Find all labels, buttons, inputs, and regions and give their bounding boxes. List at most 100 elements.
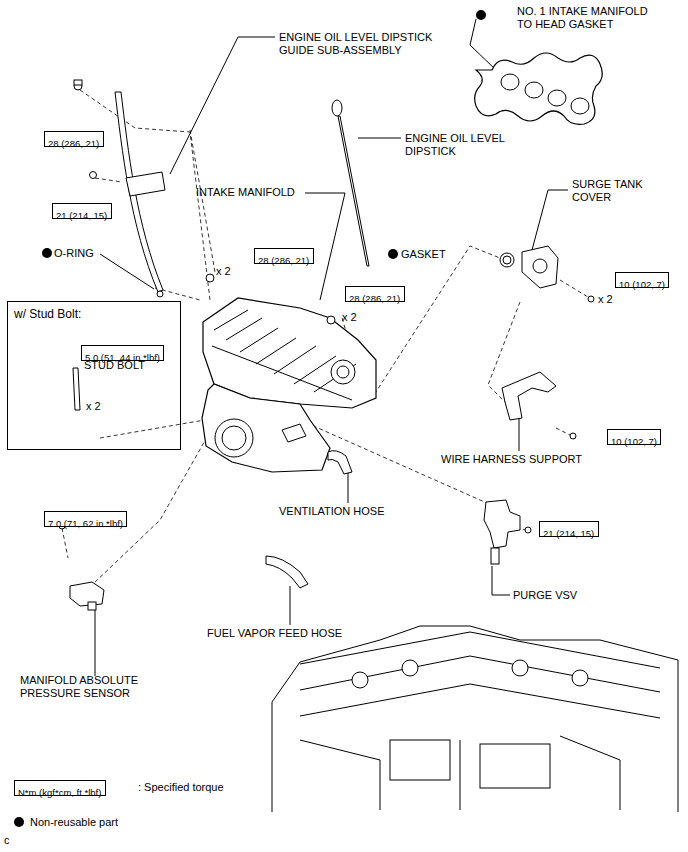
legend-text: : Specified torque — [138, 781, 224, 794]
drawing-part — [502, 372, 556, 420]
part-label: SURGE TANK COVER — [572, 178, 664, 204]
part-label: FUEL VAPOR FEED HOSE — [207, 627, 342, 640]
drawing-part — [214, 310, 356, 392]
drawing-part — [62, 90, 588, 585]
part-label: x 2 — [598, 293, 613, 306]
part-label: MANIFOLD ABSOLUTE PRESSURE SENSOR — [20, 674, 162, 700]
torque-box: 7.0 (71, 62 in.*lbf) — [44, 511, 127, 527]
torque-value: 21 (214, 15) — [543, 528, 594, 540]
torque-box: 28 (286, 21) — [254, 248, 314, 264]
drawing-part — [62, 528, 68, 558]
drawing-part — [70, 582, 104, 606]
drawing-part — [190, 130, 215, 272]
drawing-part — [390, 740, 450, 780]
torque-box: 10 (102, 7) — [615, 272, 669, 288]
torque-value: 10 (102, 7) — [611, 436, 657, 448]
variant-box: w/ Stud Bolt: 5.0 (51, 44 in.*lbf) — [7, 301, 181, 450]
legend-text: Non-reusable part — [30, 816, 118, 829]
drawing-part — [480, 744, 550, 788]
torque-box: 28 (286, 21) — [44, 131, 104, 147]
drawing-part — [588, 296, 594, 302]
drawing-part — [42, 248, 52, 258]
drawing-part — [402, 660, 418, 676]
drawing-part — [337, 366, 349, 378]
part-label: NO. 1 INTAKE MANIFOLD TO HEAD GASKET — [517, 5, 659, 31]
drawing-part — [266, 556, 308, 588]
drawing-part — [519, 416, 520, 451]
torque-value: N*m (kgf*cm, ft.*lbf) — [18, 787, 101, 799]
drawing-part — [500, 253, 514, 267]
drawing-part — [572, 670, 588, 686]
drawing-part — [95, 178, 122, 182]
drawing-part — [556, 428, 572, 436]
drawing-part — [338, 116, 369, 266]
drawing-part — [331, 360, 355, 384]
drawing-part — [126, 172, 165, 196]
part-label: c — [4, 834, 10, 847]
drawing-part — [170, 37, 275, 174]
torque-box: N*m (kgf*cm, ft.*lbf) — [14, 780, 106, 796]
drawing-part — [548, 90, 566, 106]
drawing-part — [501, 74, 519, 90]
drawing-part — [570, 433, 576, 439]
drawing-part — [512, 660, 528, 676]
drawing-part — [525, 527, 531, 533]
drawing-part — [290, 586, 291, 625]
drawing-part — [533, 259, 547, 273]
part-label: PURGE VSV — [513, 589, 577, 602]
drawing-part — [525, 82, 543, 98]
torque-value: 28 (286, 21) — [48, 138, 99, 150]
drawing-part — [470, 19, 496, 70]
drawing-part — [476, 10, 486, 20]
drawing-part — [59, 53, 678, 812]
part-label: WIRE HARNESS SUPPORT — [441, 453, 582, 466]
drawing-part — [332, 100, 342, 116]
part-label: VENTILATION HOSE — [279, 505, 385, 518]
torque-value: 28 (286, 21) — [349, 293, 400, 305]
drawing-part — [571, 98, 589, 114]
part-label: x 2 — [342, 311, 357, 324]
drawing-part — [522, 246, 558, 288]
drawing-part — [475, 53, 603, 124]
drawing-part — [90, 172, 97, 179]
drawing-part — [352, 672, 368, 688]
part-label: GASKET — [401, 248, 446, 261]
drawing-part — [95, 610, 96, 676]
drawing-part — [388, 249, 398, 259]
drawing-part — [300, 736, 620, 810]
drawing-part — [206, 274, 214, 282]
drawing-part — [88, 602, 96, 610]
part-label: ENGINE OIL LEVEL DIPSTICK GUIDE SUB-ASSE… — [279, 31, 451, 57]
torque-box: 5.0 (51, 44 in.*lbf) — [81, 345, 164, 361]
part-label: x 2 — [216, 265, 231, 278]
drawing-part — [348, 472, 349, 503]
drawing-part — [328, 451, 352, 474]
drawing-part — [532, 190, 568, 250]
torque-box: 28 (286, 21) — [345, 286, 405, 302]
part-label: STUD BOLT — [84, 359, 145, 372]
drawing-part — [222, 426, 246, 450]
part-label: O-RING — [54, 247, 94, 260]
part-label: x 2 — [86, 400, 101, 413]
drawing-part — [215, 419, 253, 457]
torque-value: 28 (286, 21) — [258, 255, 309, 267]
drawing-part — [503, 256, 511, 264]
torque-box: 21 (214, 15) — [52, 203, 112, 219]
drawing-part — [282, 424, 306, 442]
drawing-part — [327, 316, 335, 324]
drawing-part — [300, 632, 660, 718]
drawing-part — [491, 548, 499, 564]
drawing-part — [272, 626, 678, 812]
drawing-part — [492, 566, 510, 595]
drawing-part — [358, 138, 401, 139]
box-heading: w/ Stud Bolt: — [14, 307, 81, 321]
part-label: ENGINE OIL LEVEL DIPSTICK — [405, 132, 521, 158]
torque-box: 21 (214, 15) — [539, 521, 599, 537]
drawing-part — [305, 193, 345, 300]
drawing-part — [157, 291, 163, 297]
drawing-part — [14, 817, 24, 827]
drawing-part — [202, 384, 330, 472]
torque-value: 10 (102, 7) — [619, 279, 665, 291]
torque-value: 7.0 (71, 62 in.*lbf) — [48, 518, 123, 530]
